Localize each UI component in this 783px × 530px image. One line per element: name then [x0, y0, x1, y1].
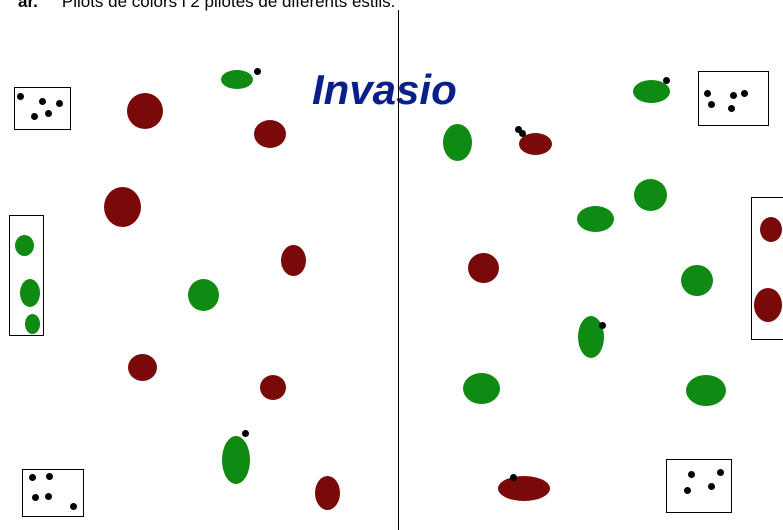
dot [728, 105, 735, 112]
red-ellipse-icon [760, 217, 782, 242]
dot [39, 98, 46, 105]
red-ellipse-icon [260, 375, 286, 400]
dot [688, 471, 695, 478]
black-dot-icon [663, 77, 670, 84]
red-ellipse-icon [281, 245, 306, 276]
dot [32, 494, 39, 501]
green-ellipse-icon [686, 375, 726, 406]
black-dot-icon [515, 126, 522, 133]
black-dot-icon [599, 322, 606, 329]
dot [17, 93, 24, 100]
black-dot-icon [242, 430, 249, 437]
dot [70, 503, 77, 510]
red-ellipse-icon [754, 288, 782, 322]
green-ellipse-icon [222, 436, 250, 484]
diagram-title: Invasio [312, 66, 457, 113]
zone-box-mid-right [751, 197, 783, 340]
green-ellipse-icon [188, 279, 219, 311]
green-ellipse-icon [25, 314, 40, 334]
black-dot-icon [510, 474, 517, 481]
dot [29, 474, 36, 481]
zone-box-mid-left [9, 215, 44, 336]
green-ellipse-icon [463, 373, 500, 404]
caption: ar. Pilots de colors i 2 pilotes de difer… [18, 0, 395, 12]
red-ellipse-icon [468, 253, 499, 283]
dot [741, 90, 748, 97]
red-ellipse-icon [498, 476, 550, 501]
dot [717, 469, 724, 476]
green-ellipse-icon [681, 265, 713, 296]
dot [56, 100, 63, 107]
dot [45, 493, 52, 500]
green-ellipse-icon [577, 206, 614, 232]
dot [46, 473, 53, 480]
red-ellipse-icon [127, 93, 163, 129]
red-ellipse-icon [254, 120, 286, 148]
green-ellipse-icon [634, 179, 667, 211]
red-ellipse-icon [519, 133, 552, 155]
zone-box-bottom-right [666, 459, 732, 513]
dot [708, 483, 715, 490]
green-ellipse-icon [15, 235, 34, 256]
zone-box-top-left [14, 87, 71, 130]
black-dot-icon [254, 68, 261, 75]
dot [708, 101, 715, 108]
green-ellipse-icon [20, 279, 40, 307]
center-divider-line [398, 10, 399, 530]
red-ellipse-icon [128, 354, 157, 381]
dot [730, 92, 737, 99]
green-ellipse-icon [443, 124, 472, 161]
green-ellipse-icon [633, 80, 670, 103]
red-ellipse-icon [104, 187, 141, 227]
red-ellipse-icon [315, 476, 340, 510]
dot [31, 113, 38, 120]
dot [704, 90, 711, 97]
caption-text: Pilots de colors i 2 pilotes de diferent… [61, 0, 396, 11]
zone-box-top-right [698, 71, 769, 126]
zone-box-bottom-left [22, 469, 84, 517]
dot [684, 487, 691, 494]
black-dot-icon [519, 130, 526, 137]
green-ellipse-icon [221, 70, 253, 89]
caption-label: ar. [18, 0, 38, 11]
dot [45, 110, 52, 117]
